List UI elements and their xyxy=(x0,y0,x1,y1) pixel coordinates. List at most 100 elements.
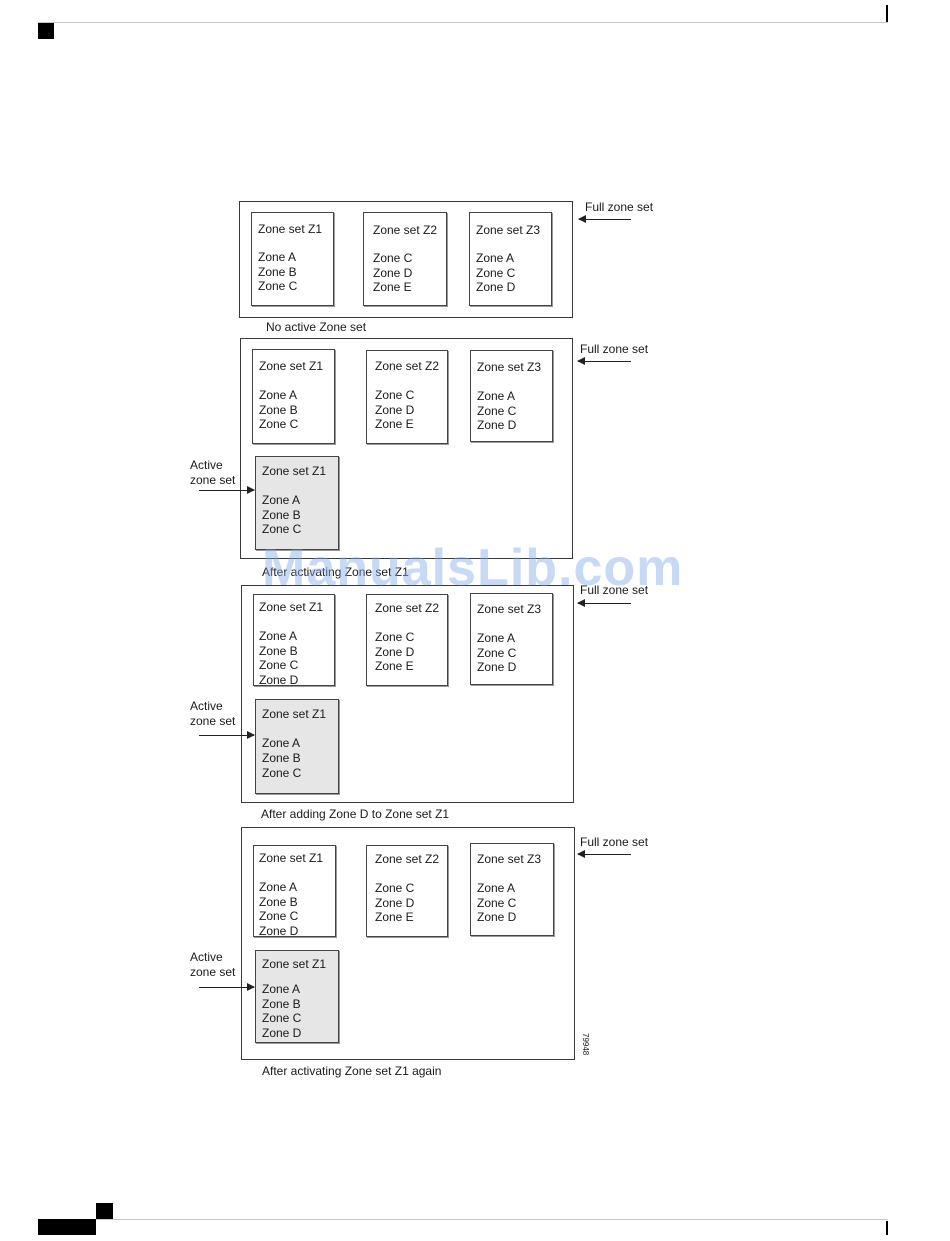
zone-item: Zone D xyxy=(259,672,299,687)
full-zone-set-arrow xyxy=(578,215,631,223)
header-rule xyxy=(38,22,888,23)
figure-id: 79948 xyxy=(581,1033,590,1056)
full-zone-set-arrow xyxy=(577,357,631,365)
zone-item: Zone D xyxy=(476,280,516,295)
zone-item: Zone A xyxy=(259,880,298,894)
zone-set-title: Zone set Z1 xyxy=(259,600,324,614)
active-zone-set-label: Active xyxy=(190,458,223,472)
zone-set-title: Zone set Z2 xyxy=(375,359,440,373)
full-zone-set-label: Full zone set xyxy=(585,200,654,214)
zone-item: Zone D xyxy=(373,265,413,280)
active-zone-set-label: Active xyxy=(190,950,223,964)
full-zone-set-label: Full zone set xyxy=(580,583,649,597)
zone-set-title: Zone set Z2 xyxy=(373,223,438,237)
zone-item: Zone C xyxy=(375,630,415,644)
stage-2-caption: After activating Zone set Z1 xyxy=(262,565,409,579)
zone-item: Zone A xyxy=(259,388,298,402)
stage-1-zone-set-z3: Zone set Z3 Zone A Zone C Zone D xyxy=(469,212,552,306)
zone-item: Zone B xyxy=(262,507,301,522)
zone-item: Zone C xyxy=(375,388,415,402)
zone-set-title: Zone set Z2 xyxy=(375,601,440,615)
footer-tick xyxy=(886,1221,888,1235)
zone-item: Zone C xyxy=(262,766,302,780)
active-zone-set-arrow xyxy=(199,983,255,991)
active-zone-set-label: Active xyxy=(190,699,223,713)
zone-item: Zone E xyxy=(375,910,414,925)
active-zone-set-label: zone set xyxy=(190,964,236,979)
zone-item: Zone D xyxy=(262,1025,302,1040)
stage-4-caption: After activating Zone set Z1 again xyxy=(262,1064,442,1078)
stage-3-zone-set-z3: Zone set Z3 Zone A Zone C Zone D xyxy=(470,593,553,685)
zone-set-title: Zone set Z3 xyxy=(477,360,542,374)
zone-item: Zone C xyxy=(259,658,299,673)
footer-block xyxy=(38,1219,96,1235)
zone-set-title: Zone set Z3 xyxy=(477,602,542,616)
stage-4-zone-set-z1: Zone set Z1 Zone A Zone B Zone C Zone D xyxy=(253,845,336,938)
zone-set-title: Zone set Z1 xyxy=(259,359,324,373)
full-zone-set-label: Full zone set xyxy=(580,835,649,849)
zone-set-title: Zone set Z1 xyxy=(262,707,327,721)
zone-item: Zone A xyxy=(477,389,516,403)
zone-item: Zone A xyxy=(476,251,515,265)
zone-item: Zone A xyxy=(477,881,516,895)
header-tick xyxy=(886,5,888,22)
stage-2-zone-set-z3: Zone set Z3 Zone A Zone C Zone D xyxy=(470,350,553,442)
stage-3-zone-set-z1: Zone set Z1 Zone A Zone B Zone C Zone D xyxy=(253,594,335,687)
zone-item: Zone E xyxy=(375,659,414,674)
zone-item: Zone D xyxy=(259,923,299,938)
stage-3-caption: After adding Zone D to Zone set Z1 xyxy=(261,807,450,821)
zone-item: Zone A xyxy=(262,736,301,750)
zone-item: Zone D xyxy=(375,402,415,417)
zone-item: Zone B xyxy=(262,751,301,765)
zone-item: Zone D xyxy=(477,910,517,925)
zone-item: Zone B xyxy=(262,996,301,1011)
zone-item: Zone C xyxy=(476,265,516,280)
zone-item: Zone A xyxy=(259,629,298,643)
full-zone-set-arrow xyxy=(577,599,631,607)
zone-item: Zone E xyxy=(375,417,414,432)
zone-set-title: Zone set Z3 xyxy=(477,852,542,866)
zone-item: Zone C xyxy=(259,909,299,924)
active-zone-set-label: zone set xyxy=(190,713,236,728)
zone-item: Zone B xyxy=(259,894,298,909)
stage-4-zone-set-z3: Zone set Z3 Zone A Zone C Zone D xyxy=(470,843,554,936)
footer-rule xyxy=(96,1219,888,1220)
stage-3-active-zone-set: Zone set Z1 Zone A Zone B Zone C xyxy=(255,699,339,794)
zone-item: Zone C xyxy=(375,881,415,895)
page-corner-marker-top xyxy=(38,22,54,39)
active-zone-set-arrow xyxy=(199,486,255,494)
zone-item: Zone A xyxy=(262,493,301,507)
zone-item: Zone D xyxy=(477,418,517,433)
stage-1-zone-set-z2: Zone set Z2 Zone C Zone D Zone E xyxy=(363,212,447,306)
watermark: ManualsLib.com xyxy=(262,539,684,597)
zone-item: Zone C xyxy=(262,522,302,537)
full-zone-set-arrow xyxy=(577,850,631,858)
zone-set-title: Zone set Z1 xyxy=(258,222,323,236)
stage-2-zone-set-z1: Zone set Z1 Zone A Zone B Zone C xyxy=(252,349,335,444)
stage-1-caption: No active Zone set xyxy=(266,320,367,334)
stage-3-zone-set-z2: Zone set Z2 Zone C Zone D Zone E xyxy=(366,594,448,686)
stage-2-active-zone-set: Zone set Z1 Zone A Zone B Zone C xyxy=(255,456,339,550)
zone-set-title: Zone set Z2 xyxy=(375,852,440,866)
zone-item: Zone D xyxy=(375,895,415,910)
zone-set-title: Zone set Z1 xyxy=(259,851,324,865)
zone-item: Zone A xyxy=(477,631,516,645)
zone-item: Zone C xyxy=(259,417,299,432)
zone-item: Zone D xyxy=(477,660,517,675)
zone-item: Zone A xyxy=(262,982,301,996)
zone-item: Zone C xyxy=(373,251,413,265)
active-zone-set-label: zone set xyxy=(190,472,236,487)
zone-item: Zone B xyxy=(258,264,297,279)
zone-item: Zone E xyxy=(373,280,412,295)
zone-item: Zone C xyxy=(477,403,517,418)
zone-item: Zone B xyxy=(259,643,298,658)
zone-item: Zone C xyxy=(477,895,517,910)
zone-item: Zone A xyxy=(258,250,297,264)
active-zone-set-arrow xyxy=(199,731,255,739)
zone-set-title: Zone set Z3 xyxy=(476,223,541,237)
zone-item: Zone D xyxy=(375,644,415,659)
zone-item: Zone C xyxy=(262,1011,302,1026)
stage-1-zone-set-z1: Zone set Z1 Zone A Zone B Zone C xyxy=(251,212,334,306)
zone-item: Zone C xyxy=(477,645,517,660)
zone-item: Zone C xyxy=(258,279,298,294)
